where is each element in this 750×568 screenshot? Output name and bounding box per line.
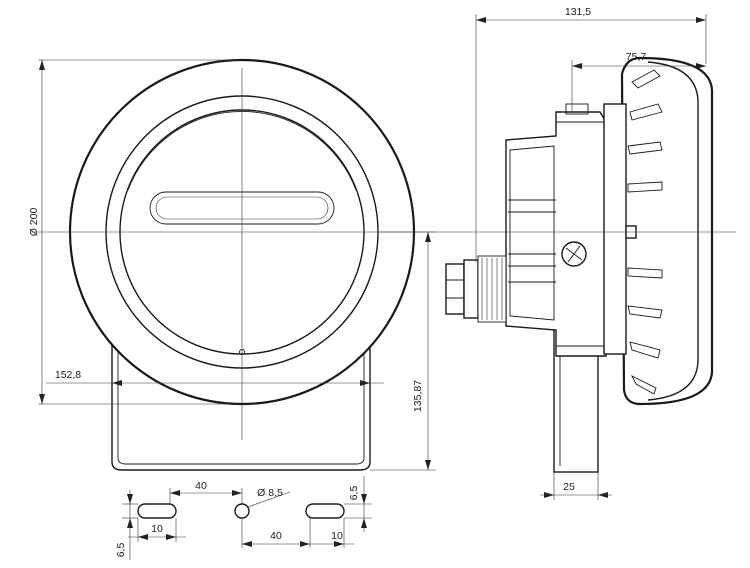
side-view: 131,5 75,7 25 xyxy=(436,6,736,500)
front-diameter-label: Ø 200 xyxy=(28,208,40,237)
left-slot xyxy=(137,503,177,519)
hole-diameter-label: Ø 8,5 xyxy=(257,487,283,499)
slot-spacing-top-label: 40 xyxy=(195,480,207,492)
right-slot-width-label: 10 xyxy=(331,530,343,542)
right-slot xyxy=(305,503,345,519)
side-lamp-face xyxy=(603,103,627,355)
side-cable-gland xyxy=(445,255,507,323)
front-view: Ø 200 152,8 135,87 xyxy=(28,58,436,471)
side-head-depth-label: 75,7 xyxy=(626,51,647,63)
side-total-width-label: 131,5 xyxy=(565,6,591,18)
center-hole xyxy=(234,503,250,519)
side-bracket-width-label: 25 xyxy=(563,481,575,493)
mounting-holes-detail: 40 Ø 8,5 6,5 10 6,5 40 xyxy=(115,476,372,560)
left-slot-height-label: 6,5 xyxy=(115,543,127,558)
right-slot-height-label: 6,5 xyxy=(348,486,360,501)
front-bracket-width-label: 152,8 xyxy=(55,369,81,381)
slot-spacing-bottom-label: 40 xyxy=(270,530,282,542)
left-slot-width-label: 10 xyxy=(151,523,163,535)
front-center-height-label: 135,87 xyxy=(412,380,424,412)
side-lamp-head xyxy=(620,56,714,406)
